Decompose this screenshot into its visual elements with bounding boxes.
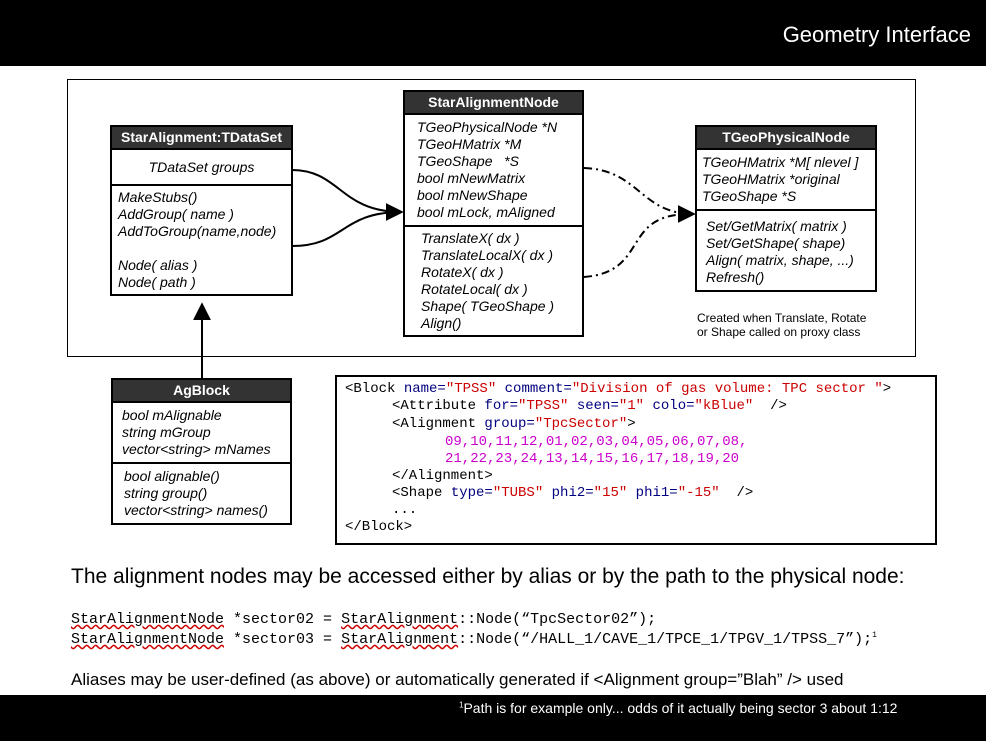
code-line-block-close: </Block> bbox=[345, 519, 413, 535]
staralignmentnode-methods: TranslateX( dx ) TranslateLocalX( dx ) R… bbox=[405, 225, 582, 335]
staralignmentnode-attrs: TGeoPhysicalNode *N TGeoHMatrix *M TGeoS… bbox=[405, 115, 582, 225]
attr-hmatrix-levels: TGeoHMatrix *M[ nlevel ] bbox=[702, 154, 859, 170]
attr-hmatrix-original: TGeoHMatrix *original bbox=[702, 171, 840, 187]
code-line-alignment-open: <Alignment group="TpcSector"> bbox=[392, 416, 636, 432]
attr-newmatrix: bool mNewMatrix bbox=[417, 170, 526, 186]
method-addgroup: AddGroup( name ) bbox=[118, 206, 234, 222]
method-translatelocalx: TranslateLocalX( dx ) bbox=[421, 247, 554, 263]
access-headline: The alignment nodes may be accessed eith… bbox=[71, 565, 905, 588]
method-set-get-matrix: Set/GetMatrix( matrix ) bbox=[706, 218, 847, 234]
tgeophysicalnode-class-title: TGeoPhysicalNode bbox=[697, 127, 875, 150]
staralignmentnode-class-title: StarAlignmentNode bbox=[405, 92, 582, 115]
tgeophysicalnode-attrs: TGeoHMatrix *M[ nlevel ] TGeoHMatrix *or… bbox=[697, 150, 875, 209]
example-alias: StarAlignmentNode *sector02 = StarAlignm… bbox=[71, 611, 657, 628]
code-line-attribute: <Attribute for="TPSS" seen="1" colo="kBl… bbox=[392, 398, 787, 414]
method-align-matrix: Align( matrix, shape, ...) bbox=[706, 252, 854, 268]
example-path: StarAlignmentNode *sector03 = StarAlignm… bbox=[71, 631, 877, 648]
method-align: Align() bbox=[421, 315, 462, 331]
method-makestubs: MakeStubs() bbox=[118, 189, 198, 205]
code-line-ellipsis: ... bbox=[392, 502, 418, 518]
method-refresh: Refresh() bbox=[706, 269, 765, 285]
method-node-alias: Node( alias ) bbox=[118, 257, 198, 273]
method-alignable: bool alignable() bbox=[124, 468, 220, 484]
staralignment-class-title: StarAlignment:TDataSet bbox=[112, 127, 291, 150]
method-group: string group() bbox=[124, 485, 208, 501]
method-translatex: TranslateX( dx ) bbox=[421, 230, 520, 246]
method-rotatelocal: RotateLocal( dx ) bbox=[421, 281, 528, 297]
method-addtogroup: AddToGroup(name,node) bbox=[118, 223, 277, 239]
code-line-sectors-1: 09,10,11,12,01,02,03,04,05,06,07,08, bbox=[445, 434, 748, 450]
attr-mgroup: string mGroup bbox=[122, 424, 211, 440]
code-line-shape: <Shape type="TUBS" phi2="15" phi1="-15" … bbox=[392, 485, 754, 501]
code-line-sectors-2: 21,22,23,24,13,14,15,16,17,18,19,20 bbox=[445, 451, 740, 467]
attr-tdataset-groups: TDataSet groups bbox=[148, 159, 255, 175]
tgeophysicalnode-methods: Set/GetMatrix( matrix ) Set/GetShape( sh… bbox=[697, 209, 875, 290]
method-set-get-shape: Set/GetShape( shape) bbox=[706, 235, 846, 251]
physical-node-caption: Created when Translate, Rotate or Shape … bbox=[697, 311, 866, 339]
connector-methods-to-physical bbox=[583, 213, 691, 278]
method-rotatex: RotateX( dx ) bbox=[421, 264, 504, 280]
connector-node-to-physical bbox=[567, 158, 696, 223]
code-line-block-open: <Block name="TPSS" comment="Division of … bbox=[345, 381, 892, 397]
method-names: vector<string> names() bbox=[124, 502, 268, 518]
agblock-class-title: AgBlock bbox=[113, 380, 290, 403]
method-shape: Shape( TGeoShape ) bbox=[421, 298, 555, 314]
attr-hmatrix: TGeoHMatrix *M bbox=[417, 136, 522, 152]
attr-mnames: vector<string> mNames bbox=[122, 441, 271, 457]
connector-addtogroup-to-node bbox=[291, 203, 404, 247]
caption-line-1: Created when Translate, Rotate bbox=[697, 311, 867, 325]
attr-physical-node: TGeoPhysicalNode *N bbox=[417, 119, 558, 135]
connector-groups-to-node bbox=[275, 160, 403, 213]
attr-malignable: bool mAlignable bbox=[122, 407, 222, 423]
method-spacer bbox=[118, 240, 285, 257]
staralignment-attrs: TDataSet groups bbox=[112, 150, 291, 184]
caption-line-2: or Shape called on proxy class bbox=[697, 325, 861, 339]
footer-bar bbox=[0, 695, 986, 741]
agblock-methods: bool alignable() string group() vector<s… bbox=[113, 462, 290, 523]
agblock-attrs: bool mAlignable string mGroup vector<str… bbox=[113, 403, 290, 462]
title-bar: Geometry Interface bbox=[0, 0, 986, 66]
method-node-path: Node( path ) bbox=[118, 274, 196, 290]
staralignment-class: StarAlignment:TDataSet TDataSet groups M… bbox=[110, 125, 293, 296]
attr-geoshape: TGeoShape *S bbox=[702, 188, 797, 204]
xml-code-box: <Block name="TPSS" comment="Division of … bbox=[335, 375, 937, 545]
staralignment-methods: MakeStubs() AddGroup( name ) AddToGroup(… bbox=[112, 184, 291, 294]
agblock-class: AgBlock bool mAlignable string mGroup ve… bbox=[111, 378, 292, 525]
footnote: 1Path is for example only... odds of it … bbox=[459, 700, 898, 716]
tgeophysicalnode-class: TGeoPhysicalNode TGeoHMatrix *M[ nlevel … bbox=[695, 125, 877, 292]
slide-title: Geometry Interface bbox=[782, 22, 971, 47]
code-line-alignment-close: </Alignment> bbox=[392, 468, 493, 484]
staralignmentnode-class: StarAlignmentNode TGeoPhysicalNode *N TG… bbox=[403, 90, 584, 337]
aliases-note: Aliases may be user-defined (as above) o… bbox=[71, 670, 844, 689]
attr-lock-aligned: bool mLock, mAligned bbox=[417, 204, 555, 220]
attr-shape: TGeoShape *S bbox=[417, 153, 519, 169]
attr-newshape: bool mNewShape bbox=[417, 187, 528, 203]
